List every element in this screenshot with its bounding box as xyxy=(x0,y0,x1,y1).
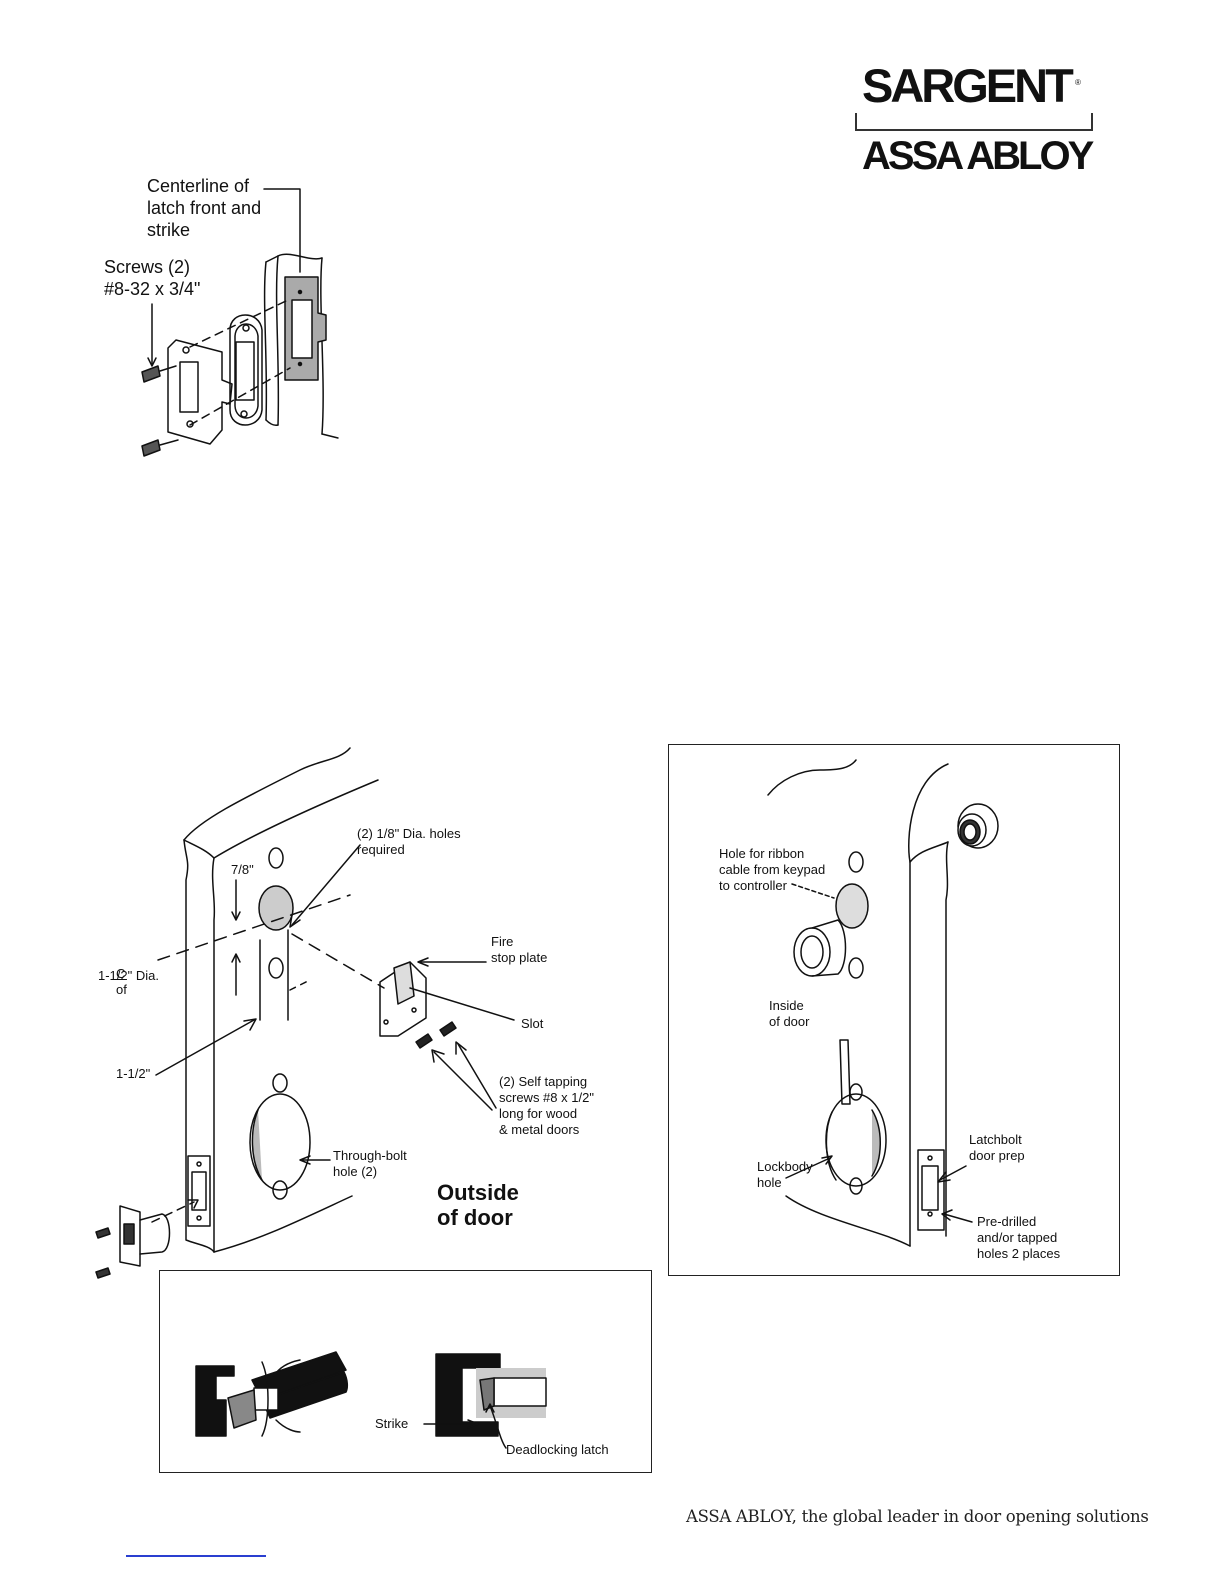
holes-label: (2) 1/8" Dia. holes required xyxy=(357,826,461,857)
footer-tagline: ASSA ABLOY, the global leader in door op… xyxy=(686,1507,1149,1526)
inside-of-door-label: Inside of door xyxy=(769,998,810,1029)
fire-stop-label: Fire stop plate xyxy=(491,934,548,965)
logo-bracket xyxy=(855,113,1093,131)
latch-detail-figure xyxy=(195,1351,547,1449)
centerline-symbol: C of xyxy=(116,950,127,998)
through-bolt-label: Through-bolt hole (2) xyxy=(333,1148,407,1179)
cl-symbol: C xyxy=(116,966,126,981)
centerline-label: Centerline of latch front and strike xyxy=(147,176,262,240)
strike-figure xyxy=(141,188,339,457)
latchbolt-prep-label: Latchbolt door prep xyxy=(969,1132,1025,1163)
dim-1-1-2-label: 1-1/2" xyxy=(116,1066,151,1081)
strike-label: Strike xyxy=(375,1416,409,1431)
predrilled-label: Pre-drilled and/or tapped holes 2 places xyxy=(977,1214,1061,1261)
assa-abloy-logo: ASSA ABLOY xyxy=(862,134,1094,178)
ribbon-hole-label: Hole for ribbon cable from keypad to con… xyxy=(719,846,826,893)
inside-door-figure xyxy=(767,759,999,1247)
latch-detail-panel xyxy=(159,1270,652,1473)
dim-7-8-label: 7/8" xyxy=(231,862,254,877)
cl-dia-label: 1-1/2" Dia. xyxy=(98,968,159,983)
registered-mark: ® xyxy=(1075,78,1081,87)
outside-of-door-label: Outside of door xyxy=(437,1180,519,1230)
screws-label: Screws (2) #8-32 x 3/4" xyxy=(104,257,201,299)
lockbody-hole-label: Lockbody hole xyxy=(757,1159,813,1190)
outside-door-figure xyxy=(95,747,515,1279)
self-tapping-label: (2) Self tapping screws #8 x 1/2" long f… xyxy=(499,1074,594,1137)
cl-of-label: of xyxy=(116,982,127,997)
deadlocking-latch-label: Deadlocking latch xyxy=(506,1442,609,1457)
inside-door-panel xyxy=(668,744,1120,1276)
slot-label: Slot xyxy=(521,1016,544,1031)
sargent-logo: SARGENT xyxy=(862,59,1074,112)
footer-link-underline[interactable] xyxy=(126,1555,266,1557)
